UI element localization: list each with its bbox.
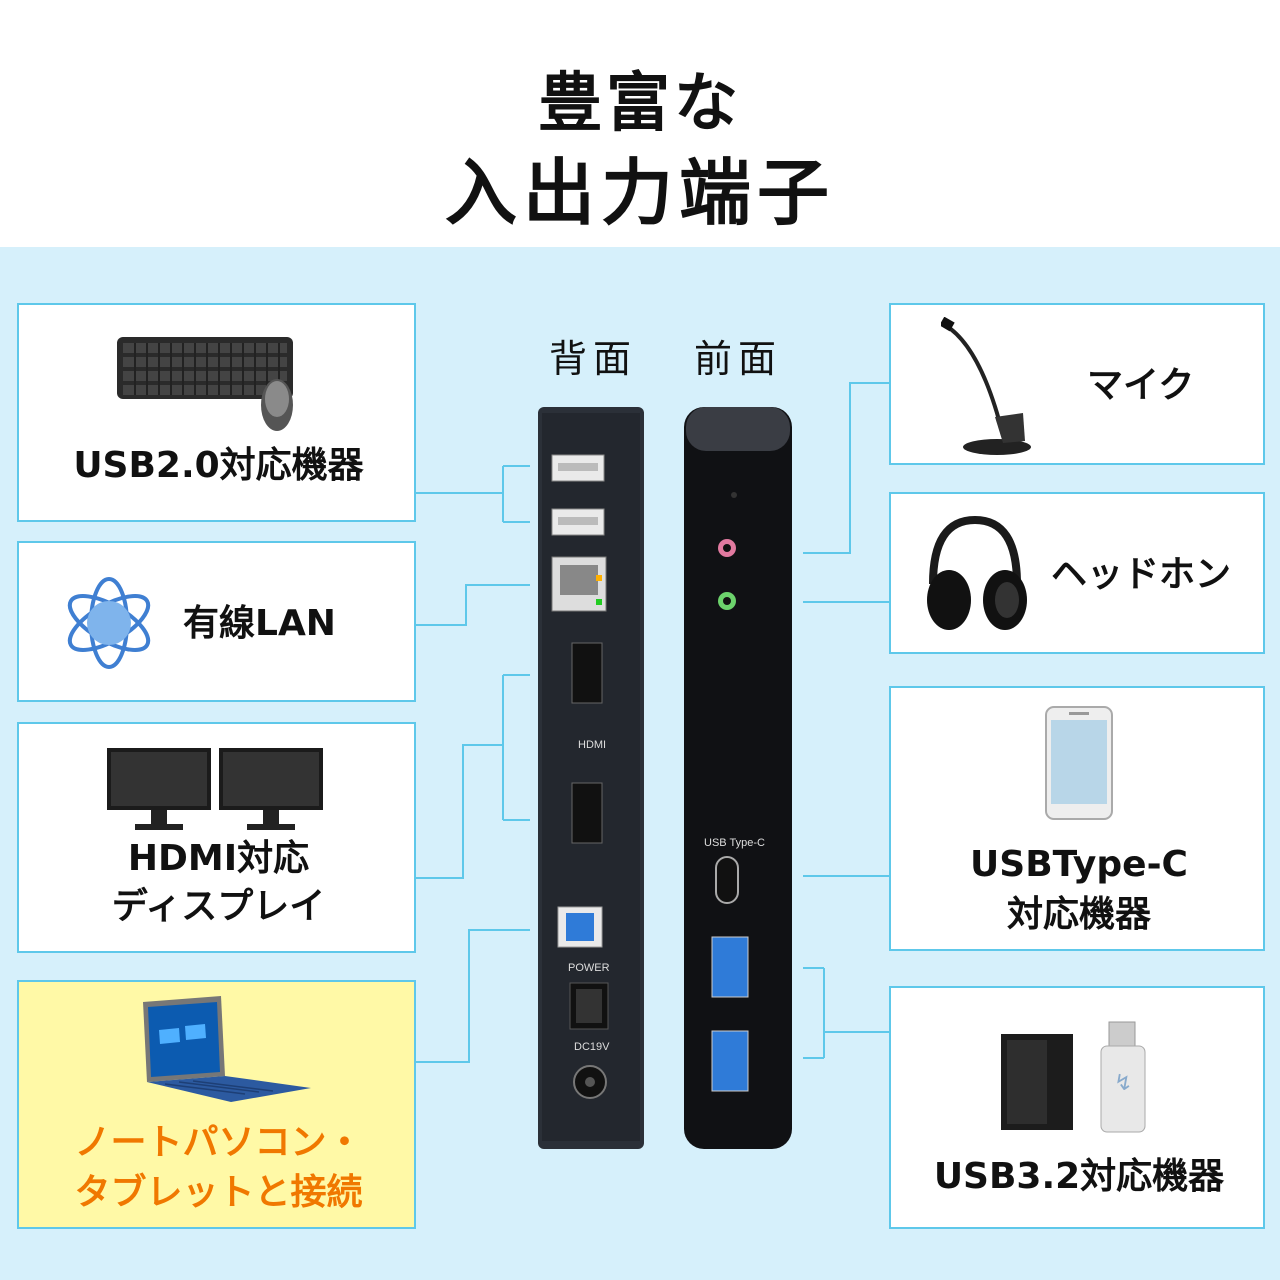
- keyboard-mouse-icon: [117, 337, 293, 431]
- svg-text:↯: ↯: [1114, 1071, 1132, 1096]
- laptop-label-line2: タブレットと接続: [74, 1172, 363, 1213]
- headphones-card: ヘッドホン: [889, 492, 1265, 654]
- hdmi-label-line1: HDMI対応: [127, 838, 310, 879]
- usbc-port-label: USB Type-C: [704, 837, 765, 849]
- lan-card: 有線LAN: [17, 541, 416, 702]
- microphone-icon: [941, 317, 1031, 455]
- hdmi-port-label: HDMI: [578, 739, 607, 751]
- power-label: POWER: [568, 962, 610, 974]
- headphones-icon: [927, 515, 1027, 630]
- usbc-device-card: USBType-C 対応機器: [889, 686, 1265, 951]
- page-title-line2: 入出力端子: [444, 151, 835, 235]
- usb2-device-card: USB2.0対応機器: [17, 303, 416, 522]
- front-view-label: 前面: [694, 337, 783, 381]
- network-globe-icon: [67, 577, 151, 669]
- usb2-label: USB2.0対応機器: [73, 445, 364, 486]
- laptop-tablet-icon: [143, 996, 311, 1102]
- usb32-device-card: ↯ USB3.2対応機器: [889, 986, 1265, 1229]
- hdd-usb-stick-icon: ↯: [1001, 1021, 1146, 1133]
- headphones-label: ヘッドホン: [1051, 554, 1232, 595]
- dc19v-label: DC19V: [574, 1041, 610, 1053]
- laptop-connect-card: ノートパソコン・ タブレットと接続: [17, 980, 416, 1229]
- page-title-line1: 豊富な: [538, 67, 742, 141]
- lan-label: 有線LAN: [183, 603, 336, 644]
- smartphone-icon: [1045, 706, 1113, 820]
- dock-back-view: HDMI POWER DC19V: [538, 407, 646, 1152]
- mic-label: マイク: [1087, 365, 1195, 406]
- back-view-label: 背面: [549, 337, 638, 381]
- dual-monitor-icon: [107, 748, 323, 830]
- laptop-label-line1: ノートパソコン・: [74, 1122, 363, 1163]
- dock-front-view: USB Type-C: [684, 407, 794, 1152]
- mic-card: マイク: [889, 303, 1265, 465]
- usbc-label-line2: 対応機器: [1006, 894, 1151, 935]
- usb32-label: USB3.2対応機器: [933, 1156, 1225, 1197]
- hdmi-display-card: HDMI対応 ディスプレイ: [17, 722, 416, 953]
- usbc-label-line1: USBType-C: [970, 844, 1188, 885]
- hdmi-label-line2: ディスプレイ: [111, 886, 326, 927]
